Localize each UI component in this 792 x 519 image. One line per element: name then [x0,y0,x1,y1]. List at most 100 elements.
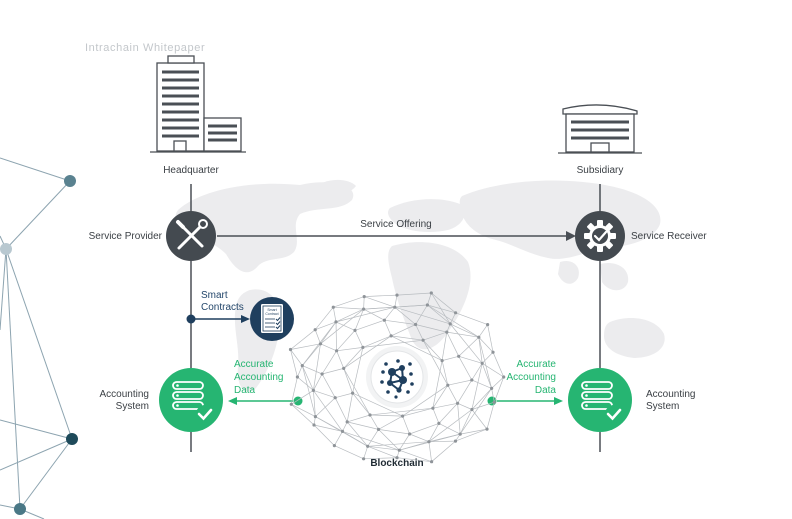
mesh-edge [390,324,416,337]
mesh-edge [491,388,495,403]
mesh-edge [427,304,456,314]
mesh-node [430,460,434,464]
smart-contract-junction [186,314,196,324]
mesh-edge [394,304,428,308]
mesh-edge [346,421,368,447]
accounting-system-right-label-line2: System [646,401,679,412]
mesh-edge [442,355,459,361]
mesh-edge [302,365,323,375]
mesh-edge [354,319,385,331]
mesh-node [490,386,494,390]
mesh-node [295,375,299,379]
mesh-edge [313,343,321,391]
mesh-edge [290,329,316,350]
mesh-edge [394,295,398,308]
mesh-edge [471,401,495,410]
mesh-edge [491,376,504,389]
smart-contract-node[interactable]: Smart Contract [250,297,294,341]
mesh-edge [352,392,371,416]
mesh-edge [342,431,400,451]
mesh-edge [441,360,449,386]
mesh-edge [399,449,432,463]
mesh-edge [441,332,448,361]
accounting-data-right-arrowhead [554,397,563,405]
mesh-node [448,322,452,326]
mesh-edge [313,390,343,432]
mesh-node [470,407,474,412]
contract-doc-text-line2: Contract [265,312,278,316]
mesh-edge [314,329,321,344]
mesh-edge [415,324,447,333]
mesh-node [414,322,418,327]
service-offering-label: Service Offering [360,219,432,230]
accurate-data-right-line2: Accounting [507,372,556,383]
mesh-node [429,291,433,295]
mesh-edge [290,376,298,405]
mesh-edge [367,445,398,459]
mesh-node [340,429,345,433]
mesh-edge [320,321,337,345]
mesh-edge [343,335,392,369]
mesh-node [445,330,449,334]
mesh-edge [364,294,398,297]
mesh-edge [343,368,371,416]
mesh-edge [415,324,424,341]
mesh-node [333,396,337,400]
mesh-edge [449,323,483,364]
mesh-node [421,338,425,342]
world-map-background [175,179,665,392]
mesh-edge [432,408,440,424]
mesh-edge [422,339,443,361]
mesh-edge [378,429,400,451]
mesh-node [376,427,381,431]
mesh-edge [363,446,369,459]
mesh-node [485,427,489,431]
mesh-edge [378,429,410,435]
mesh-edge [336,330,356,352]
mesh-edge [332,307,337,322]
smart-contracts-label-line2: Contracts [201,302,244,313]
mesh-edge [314,306,334,330]
mesh-node [431,406,435,410]
page-title: Intrachain Whitepaper [85,42,205,54]
accounting-system-left-node[interactable] [159,368,223,432]
service-receiver-node[interactable] [575,211,625,261]
mesh-edge [449,312,456,325]
accounting-system-right-node[interactable] [568,368,632,432]
mesh-edge [471,363,483,410]
service-provider-node[interactable] [166,211,216,261]
mesh-node [312,423,316,427]
mesh-node [427,440,431,444]
mesh-edge [450,323,479,338]
blockchain-network [288,291,506,464]
accurate-data-left-line3: Data [234,385,256,396]
mesh-edge [487,324,494,353]
mesh-edge [313,424,335,446]
mesh-edge [431,440,456,462]
mesh-edge [391,335,424,341]
mesh-node [362,307,366,311]
mesh-edge [459,409,473,435]
mesh-edge [321,350,337,375]
mesh-node [393,305,397,309]
mesh-node [408,432,412,436]
headquarter-building-icon [150,55,246,153]
mesh-edge [335,321,356,331]
mesh-edge [343,368,353,394]
mesh-edge [291,404,315,426]
mesh-edge [431,292,456,314]
mesh-node [395,456,399,460]
mesh-edge [335,321,337,351]
mesh-edge [399,433,410,451]
mesh-edge [384,319,416,325]
mesh-edge [378,415,403,430]
mesh-node [437,421,441,425]
mesh-edge [346,393,353,422]
mesh-edge [301,365,316,417]
headquarter-label: Headquarter [163,165,219,176]
mesh-node [502,375,506,379]
blockchain-node[interactable] [366,346,428,408]
mesh-node [342,366,346,370]
mesh-node [351,391,355,395]
